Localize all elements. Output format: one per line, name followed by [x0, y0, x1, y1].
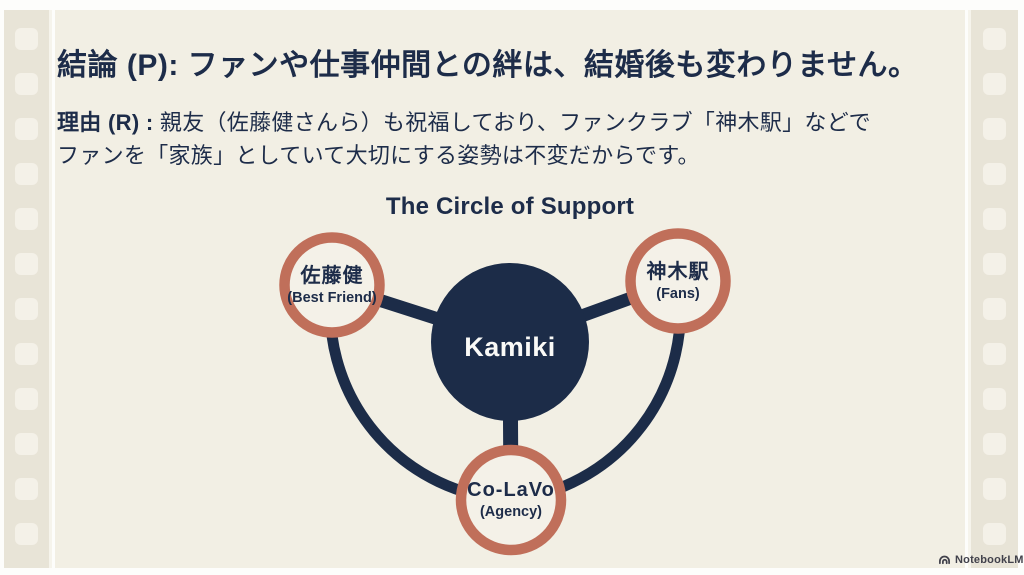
reason-line-1-text: 親友（佐藤健さんら）も祝福しており、ファンクラブ「神木駅」などで [153, 110, 871, 135]
film-strip-right [968, 10, 1018, 568]
node-name: 佐藤健 [300, 265, 364, 287]
film-hole [15, 523, 38, 545]
conclusion-title: 結論 (P): ファンや仕事仲間との絆は、結婚後も変わりません。 [57, 49, 919, 82]
film-hole [983, 478, 1006, 500]
hub-circle [431, 263, 589, 421]
film-hole [983, 433, 1006, 455]
film-hole [983, 118, 1006, 140]
node-circle-fans [625, 228, 731, 334]
film-hole [15, 163, 38, 185]
node-label-best-friend: 佐藤健 (Best Friend) [242, 263, 422, 307]
reason-prefix: 理由 (R) : [57, 110, 154, 135]
reason-text: 理由 (R) : 親友（佐藤健さんら）も祝福しており、ファンクラブ「神木駅」など… [57, 106, 871, 172]
film-hole [983, 523, 1006, 545]
film-hole [15, 73, 38, 95]
brand-name: NotebookLM [955, 553, 1024, 566]
reason-line-2: ファンを「家族」としていて大切にする姿勢は不変だからです。 [57, 143, 700, 168]
node-role: (Best Friend) [287, 290, 377, 306]
film-hole [15, 388, 38, 410]
film-hole [15, 433, 38, 455]
node-circle-agency [455, 444, 567, 556]
notebooklm-icon [939, 555, 950, 565]
film-hole [15, 28, 38, 50]
node-label-fans: 神木駅 (Fans) [588, 259, 768, 303]
film-hole [15, 298, 38, 320]
film-hole [983, 73, 1006, 95]
node-label-agency: Co-LaVo (Agency) [421, 477, 601, 521]
film-hole [983, 388, 1006, 410]
diagram-title: The Circle of Support [385, 193, 635, 220]
node-role: (Fans) [656, 286, 700, 302]
node-name: Co-LaVo [467, 479, 555, 501]
film-strip-left [4, 10, 52, 568]
film-hole [983, 343, 1006, 365]
film-hole [983, 253, 1006, 275]
reason-line-1: 理由 (R) : 親友（佐藤健さんら）も祝福しており、ファンクラブ「神木駅」など… [57, 106, 871, 139]
node-role: (Agency) [479, 504, 543, 520]
film-hole [983, 28, 1006, 50]
circle-of-support-diagram [279, 228, 731, 556]
film-hole [15, 118, 38, 140]
film-hole [15, 208, 38, 230]
film-hole [15, 343, 38, 365]
hub-label: Kamiki [464, 332, 556, 362]
node-name: 神木駅 [646, 261, 710, 283]
film-hole [983, 163, 1006, 185]
film-hole [15, 478, 38, 500]
film-hole [15, 253, 38, 275]
film-hole [983, 208, 1006, 230]
node-circle-best-friend [279, 232, 385, 338]
film-hole [983, 298, 1006, 320]
notebooklm-watermark: NotebookLM [938, 553, 1024, 566]
